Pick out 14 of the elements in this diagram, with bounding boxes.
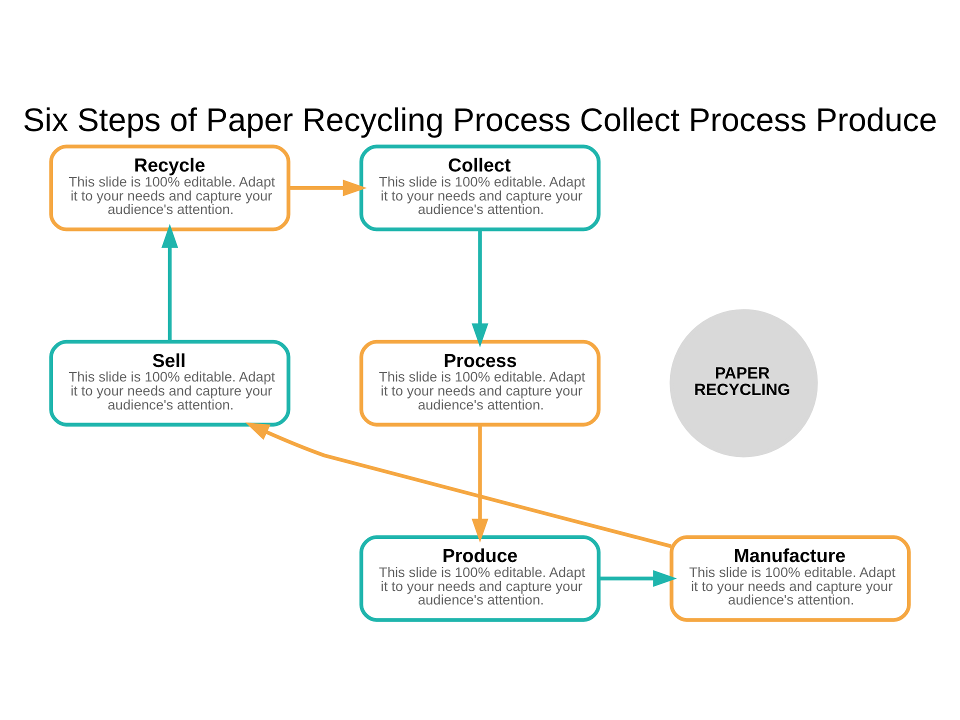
node-box: Recycle This slide is 100% editable. Adapt it to your needs and capture your audience's attention.	[49, 144, 290, 232]
node-box: Sell This slide is 100% editable. Adapt it to your needs and capture your audience's attention.	[49, 340, 290, 427]
arrow	[288, 180, 367, 196]
arrow	[161, 224, 178, 342]
node-box: Manufacture This slide is 100% editable. Adapt it to your needs and capture your audience's attention.	[670, 535, 911, 622]
node-box: Collect This slide is 100% editable. Adapt it to your needs and capture your audience's attention.	[359, 144, 601, 232]
node-circle: PAPER RECYCLING	[670, 309, 818, 458]
arrow	[245, 422, 672, 548]
arrow	[598, 570, 677, 587]
arrow	[472, 230, 488, 348]
diagram-title: Six Steps of Paper Recycling Process Collect Process Produce	[22, 101, 938, 138]
node-box: Process This slide is 100% editable. Adapt it to your needs and capture your audience's attention.	[359, 340, 601, 427]
arrow	[472, 424, 488, 543]
node-box: Produce This slide is 100% editable. Adapt it to your needs and capture your audience's attention.	[359, 535, 601, 622]
